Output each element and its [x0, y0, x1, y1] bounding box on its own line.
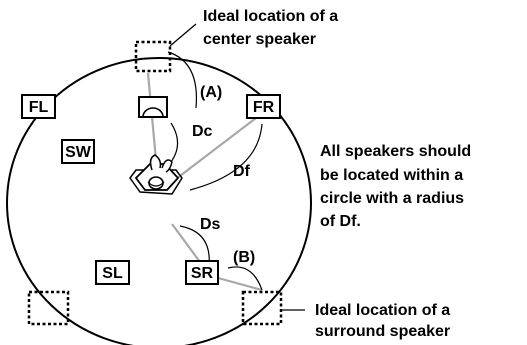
dc-label: Dc — [192, 123, 213, 140]
surround-right-speaker: SR — [185, 260, 219, 285]
front-right-distance-line — [171, 117, 257, 183]
placement-circle — [6, 57, 312, 345]
speaker-label-sl: SL — [102, 265, 123, 282]
df-label: Df — [233, 163, 251, 180]
ds-label: Ds — [200, 216, 221, 233]
radius-note-line1: All speakers should — [320, 143, 471, 160]
surround-offset-line — [217, 276, 263, 292]
ideal-surround-right-position — [241, 290, 283, 326]
ideal-surround-left-position — [27, 290, 70, 326]
angle-b-label: (B) — [233, 249, 255, 266]
ideal-center-position — [134, 40, 172, 73]
angle-a-arc — [167, 51, 198, 109]
center-callout-line1: Ideal location of a — [203, 8, 338, 25]
center-callout-leader — [169, 23, 197, 47]
center-speaker-icon — [138, 96, 168, 118]
radius-note-line3: circle with a radius — [320, 190, 464, 207]
surround-left-speaker: SL — [95, 260, 130, 285]
df-arc — [189, 123, 263, 191]
radius-note-line4: of Df. — [320, 213, 361, 230]
surround-distance-line — [171, 223, 201, 263]
surround-callout-line1: Ideal location of a — [315, 302, 450, 319]
subwoofer-speaker: SW — [61, 139, 95, 164]
surround-callout-line2: surround speaker — [315, 323, 450, 340]
angle-b-arc — [227, 266, 263, 291]
front-left-speaker: FL — [21, 94, 56, 119]
listener-icon — [129, 154, 183, 195]
speaker-label-fr: FR — [253, 99, 275, 116]
speaker-label-fl: FL — [29, 99, 49, 116]
speaker-label-sr: SR — [191, 265, 214, 282]
radius-note-line2: be located within a — [320, 167, 463, 184]
center-callout-line2: center speaker — [203, 31, 316, 48]
front-right-speaker: FR — [246, 94, 281, 119]
speaker-label-sw: SW — [65, 144, 92, 161]
angle-a-label: (A) — [200, 84, 222, 101]
